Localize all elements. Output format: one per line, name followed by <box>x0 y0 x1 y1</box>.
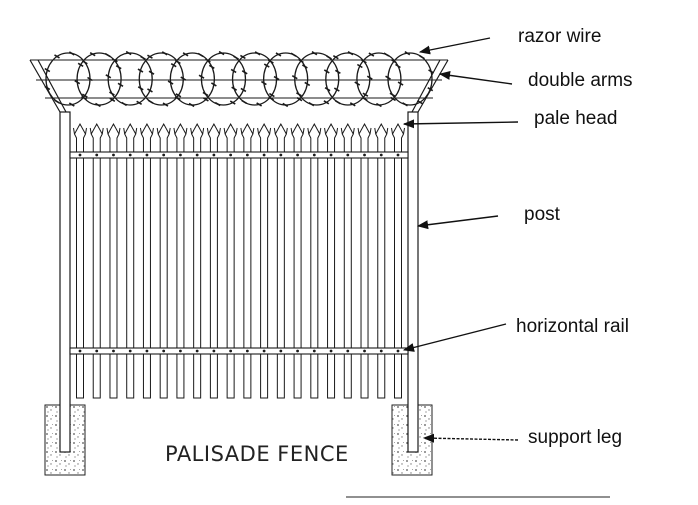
pale <box>156 122 171 399</box>
pale <box>139 122 154 399</box>
rail-bolts <box>78 153 400 353</box>
pale <box>290 122 305 399</box>
rail-bolt <box>379 349 383 353</box>
pale <box>273 122 288 399</box>
razor-coil <box>260 52 311 108</box>
pale <box>340 122 355 399</box>
rail-bolt <box>329 153 333 157</box>
rail-bolt <box>179 153 182 157</box>
razor-coil <box>137 51 187 107</box>
rail-bolt <box>262 153 266 157</box>
razor-coil <box>44 51 93 107</box>
rail-bolt <box>363 349 366 353</box>
rail-bolt <box>296 349 299 353</box>
pale <box>190 122 205 399</box>
rail-bolt <box>195 153 199 157</box>
rail-bolt <box>296 153 299 157</box>
rail-bolt <box>312 349 316 353</box>
rail-bolt <box>229 349 233 353</box>
pale <box>106 122 121 399</box>
pale <box>223 122 238 399</box>
rail-bolt <box>229 153 233 157</box>
rail-bolt <box>279 153 283 157</box>
rail-bolt <box>128 153 132 157</box>
razor-coil <box>291 50 341 107</box>
diagram-title: PALISADE FENCE <box>165 442 349 466</box>
pale <box>240 122 255 399</box>
label-double-arms: double arms <box>528 70 633 91</box>
rail-bolt <box>128 349 132 353</box>
rail-bolt <box>78 153 82 157</box>
pale <box>374 122 389 399</box>
label-support-leg: support leg <box>528 427 623 448</box>
rail-bolt <box>112 349 115 353</box>
rail-bolt <box>279 349 283 353</box>
leader-arrows <box>402 37 519 443</box>
top-horizontal-rail <box>69 151 409 159</box>
rail-bolt <box>212 349 216 353</box>
razor-coil <box>167 52 217 108</box>
rail-bolt <box>95 153 99 157</box>
rail-bolt <box>162 349 166 353</box>
rail-bolt <box>145 153 149 157</box>
rail-bolt <box>312 153 316 157</box>
pale <box>123 122 138 399</box>
razor-coil <box>323 51 373 107</box>
label-post: post <box>524 204 560 225</box>
label-pale-head: pale head <box>534 108 618 129</box>
right-post <box>407 111 419 453</box>
rail-bolt <box>396 153 400 157</box>
rail-bolt <box>78 349 82 353</box>
rail-bolt <box>212 153 216 157</box>
razor-coil <box>354 52 404 108</box>
rail-bolt <box>95 349 99 353</box>
pale <box>89 122 104 399</box>
rail-bolt <box>179 349 182 353</box>
pale <box>357 122 372 399</box>
rail-bolt <box>162 153 166 157</box>
rail-bolt <box>346 349 350 353</box>
razor-coil <box>74 51 124 108</box>
razor-coil <box>198 50 248 107</box>
razor-coil <box>385 51 434 107</box>
bottom-horizontal-rail <box>69 347 409 355</box>
pale <box>391 122 405 399</box>
label-razor-wire: razor wire <box>518 26 602 47</box>
label-horizontal-rail: horizontal rail <box>516 316 629 337</box>
rail-bolt <box>195 349 199 353</box>
rail-bolt <box>379 153 383 157</box>
rail-bolt <box>363 153 366 157</box>
rail-bolt <box>245 349 249 353</box>
pale <box>173 122 188 399</box>
rail-bolt <box>112 153 115 157</box>
rail-bolt <box>245 153 249 157</box>
pale <box>324 122 339 399</box>
rail-bolt <box>396 349 400 353</box>
rail-bolt <box>329 349 333 353</box>
left-post <box>59 111 71 453</box>
rail-bolt <box>346 153 350 157</box>
pales-group <box>73 122 405 399</box>
pale <box>257 122 272 399</box>
razor-wire-coils <box>44 50 434 108</box>
pale <box>73 122 87 399</box>
pale <box>206 122 221 399</box>
razor-coil <box>230 51 280 107</box>
rail-bolt <box>262 349 266 353</box>
razor-coil <box>105 50 155 107</box>
rail-bolt <box>145 349 149 353</box>
pale <box>307 122 322 399</box>
